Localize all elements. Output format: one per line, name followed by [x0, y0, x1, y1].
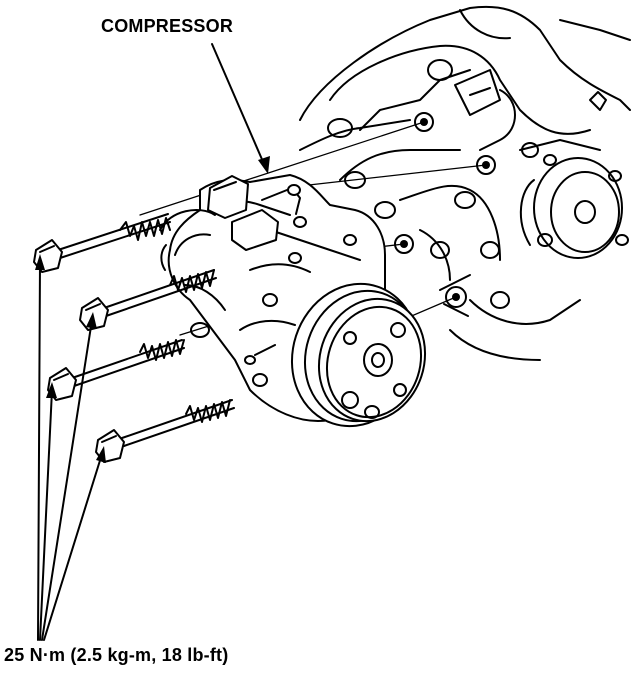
- bolt-2: [79, 269, 217, 331]
- clutch-pulley: [290, 282, 427, 428]
- bracket-holes: [394, 112, 496, 317]
- torque-spec-label: 25 N·m (2.5 kg-m, 18 lb-ft): [4, 645, 229, 665]
- compressor-label: COMPRESSOR: [101, 16, 234, 36]
- compressor-leader: [211, 43, 270, 174]
- torque-leaders: [35, 254, 106, 641]
- bolt-1: [33, 213, 171, 273]
- engine-bracket: [299, 5, 631, 361]
- bolt-4: [95, 399, 235, 463]
- bolt-3: [47, 339, 185, 401]
